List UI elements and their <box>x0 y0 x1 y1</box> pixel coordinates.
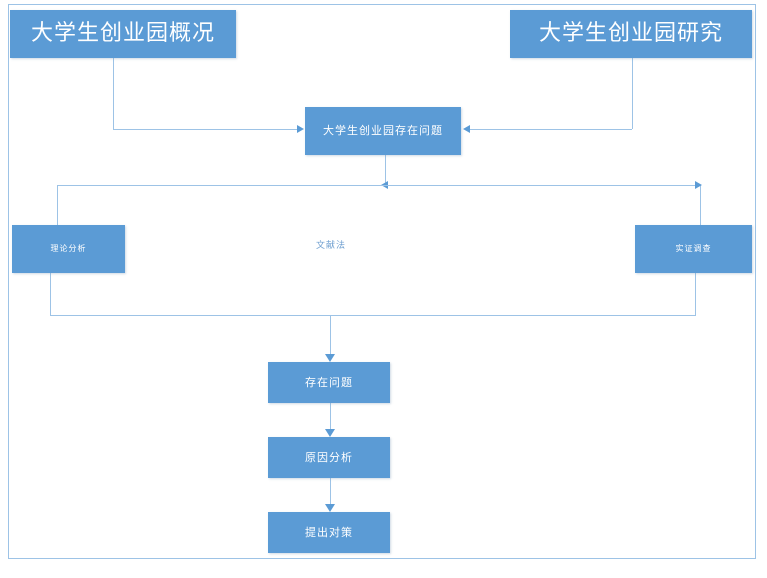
arrow-overview-to-problem <box>297 125 304 133</box>
node-propose-solutions[interactable]: 提出对策 <box>268 512 390 553</box>
arrow-issues-to-cause <box>325 429 335 437</box>
connector-survey-down <box>695 273 696 315</box>
arrow-merge-to-issues <box>325 354 335 362</box>
connector-research-to-problem <box>470 129 632 130</box>
node-existing-issues[interactable]: 存在问题 <box>268 362 390 403</box>
node-overview[interactable]: 大学生创业园概况 <box>10 10 236 58</box>
connector-method-bus <box>57 185 700 186</box>
node-empirical-survey[interactable]: 实证调查 <box>635 225 752 273</box>
arrow-research-to-problem <box>463 125 470 133</box>
label-literature-method: 文献法 <box>315 241 346 251</box>
node-problem-statement[interactable]: 大学生创业园存在问题 <box>305 107 461 155</box>
connector-problem-down <box>385 155 386 186</box>
node-cause-analysis[interactable]: 原因分析 <box>268 437 390 478</box>
connector-research-down <box>632 58 633 129</box>
connector-overview-down <box>113 58 114 129</box>
node-theory-analysis[interactable]: 理论分析 <box>12 225 125 273</box>
connector-merge-bus <box>50 315 696 316</box>
connector-theory-down <box>50 273 51 315</box>
connector-merge-to-issues <box>330 315 331 355</box>
arrow-cause-to-solution <box>325 504 335 512</box>
connector-cause-to-solution <box>330 478 331 504</box>
connector-issues-to-cause <box>330 403 331 429</box>
node-research[interactable]: 大学生创业园研究 <box>510 10 752 58</box>
arrow-bus-right-end <box>695 181 702 189</box>
connector-bus-to-survey <box>700 185 701 225</box>
connector-overview-to-problem <box>113 129 297 130</box>
connector-bus-to-theory <box>57 185 58 225</box>
